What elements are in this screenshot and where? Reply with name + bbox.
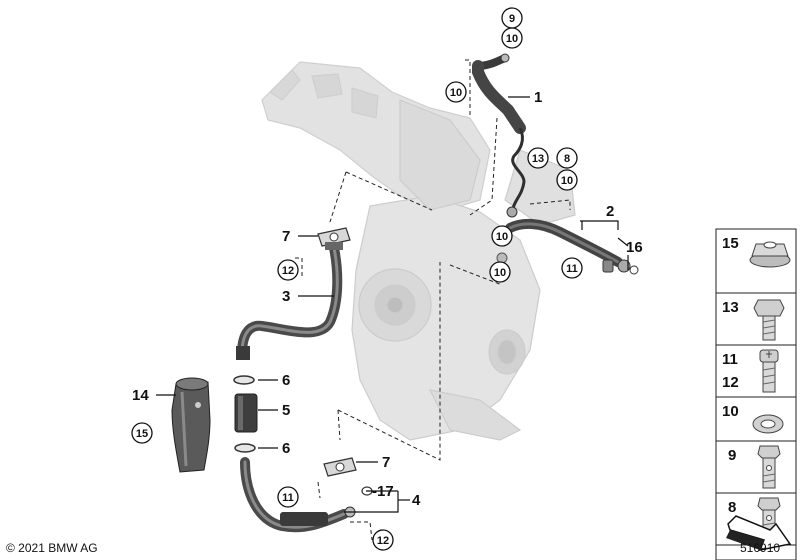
callout-15-sleeve: 15 [131,422,153,444]
label-leaders [156,96,629,513]
part-label-6-upper: 6 [282,372,290,389]
part-label-4: 4 [412,492,421,509]
legend-cell-13: 13 [715,292,797,346]
svg-text:12: 12 [377,535,389,547]
legend-cell-9: 9 [715,440,797,494]
gasket-part-7-lower [323,457,357,477]
dashed-leaders [295,59,571,541]
part-label-7-upper: 7 [282,228,290,245]
oil-feed-hose-part-1 [472,53,526,218]
banjo-bolt-icon [757,445,781,489]
callout-9: 9 [501,7,523,29]
part-label-3: 3 [282,288,290,305]
gasket-part-7-upper [317,227,351,247]
part-label-7-lower: 7 [382,454,390,471]
svg-text:10: 10 [494,267,506,279]
legend-cell-11-12: 11 12 [715,344,797,398]
svg-text:11: 11 [566,263,578,275]
oil-return-pipe-part-3 [236,242,343,360]
sleeve-part-14 [171,377,211,473]
svg-text:8: 8 [728,499,736,516]
svg-text:11: 11 [722,351,738,368]
svg-text:10: 10 [506,33,518,45]
hex-bolt-icon [753,299,785,341]
callout-8: 8 [556,147,578,169]
clamp-part-6-upper [233,375,255,385]
svg-text:10: 10 [496,231,508,243]
callout-11-right: 11 [561,257,583,279]
svg-text:12: 12 [282,265,294,277]
part-label-2: 2 [606,203,614,220]
svg-text:15: 15 [136,428,148,440]
part-label-14: 14 [132,387,149,404]
part-label-5: 5 [282,402,290,419]
hardware-legend: 15 13 11 12 [715,228,797,560]
callout-12-upper: 12 [277,259,299,281]
svg-text:13: 13 [532,153,544,165]
part-label-16: 16 [626,239,643,256]
socket-head-screw-icon [759,349,779,393]
svg-text:10: 10 [450,87,462,99]
sealing-washer-icon [752,414,784,434]
copyright-text: © 2021 BMW AG [6,541,98,555]
svg-text:15: 15 [722,235,739,252]
svg-text:13: 13 [722,299,739,316]
svg-text:9: 9 [728,447,736,464]
image-number: 516910 [740,541,781,555]
part-label-6-lower: 6 [282,440,290,457]
svg-text:8: 8 [564,153,570,165]
clamp-part-6-lower [234,443,256,453]
callout-10-mid: 10 [491,225,513,247]
hose-part-5 [234,393,258,433]
svg-text:12: 12 [722,374,739,391]
flange-nut-icon [749,241,791,268]
callout-12-lower: 12 [372,529,394,551]
legend-cell-15: 15 [715,228,797,294]
svg-text:9: 9 [509,13,515,25]
part-label-1: 1 [534,89,542,106]
part-label-17: -17 [372,483,394,500]
svg-text:10: 10 [561,175,573,187]
svg-text:11: 11 [282,492,294,504]
legend-cell-10: 10 [715,396,797,442]
callout-10-top: 10 [501,27,523,49]
ghosted-turbocharger [351,99,576,441]
oil-pipe-part-2 [493,218,639,275]
callout-10-right: 10 [556,169,578,191]
return-pipe-part-4 [240,457,356,533]
callout-13-hose: 13 [527,147,549,169]
callout-10-low: 10 [489,261,511,283]
direction-arrow-icon [726,515,792,552]
callout-11-lower: 11 [277,486,299,508]
svg-text:10: 10 [722,403,739,420]
callout-10-upper-left: 10 [445,81,467,103]
